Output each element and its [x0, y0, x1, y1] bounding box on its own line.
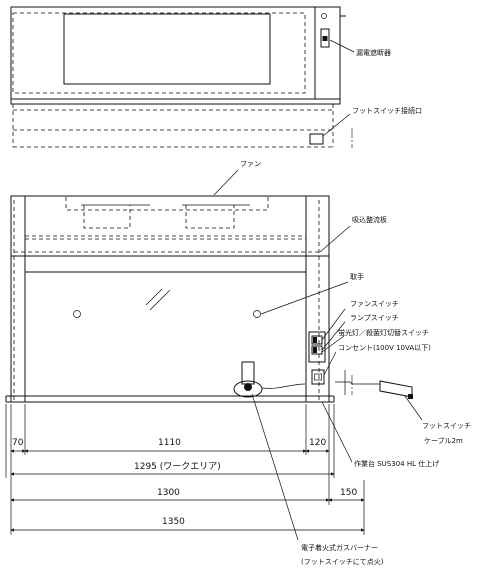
breaker-leader: [329, 39, 355, 53]
outlet-symbol: [311, 369, 325, 385]
breaker-toggle: [322, 36, 328, 41]
fan-leader: [213, 169, 239, 196]
handle-leader: [260, 281, 349, 315]
burner-label-2: (フットスイッチにて点火): [301, 558, 384, 566]
fan-box-right: [185, 205, 235, 229]
fan-box-left: [83, 205, 131, 229]
gas-burner-base: [233, 380, 263, 398]
dim-1110: 1110: [158, 438, 181, 448]
baffle-leader: [319, 225, 351, 253]
outlet-face: [314, 373, 322, 381]
uv-switch-leader: [321, 335, 345, 353]
top-view-worktop-edge: [10, 98, 341, 105]
gas-burner-knob: [244, 383, 252, 391]
top-view-window: [63, 13, 271, 85]
worktop-label: 作業台 SUS304 HL 仕上げ: [354, 459, 439, 468]
breaker-symbol: [320, 28, 330, 48]
switch-panel: [308, 331, 326, 363]
foot-switch-body: [379, 380, 413, 398]
fan-switch-toggle: [313, 337, 317, 343]
foot-switch-cord: [335, 381, 380, 385]
fan-switch-label: ファンスイッチ: [350, 300, 399, 308]
cable-label: ケーブル2m: [424, 436, 463, 445]
dim-150: 150: [340, 488, 357, 498]
foot-switch-leader: [404, 395, 423, 421]
foot-switch-port-label: フットスイッチ接続口: [352, 106, 422, 115]
breaker-label: 漏電遮断器: [356, 48, 391, 57]
lamp-switch-label: ランプスイッチ: [350, 314, 399, 322]
uv-switch-label: 蛍光灯／殺菌灯切替スイッチ: [338, 328, 429, 337]
foot-switch-port-leader: [322, 113, 351, 137]
burner-label-1: 電子着火式ガスバーナー: [301, 543, 378, 552]
burner-leader: [251, 393, 299, 541]
foot-switch-plug: [408, 394, 413, 399]
dim-1350: 1350: [162, 517, 185, 527]
dim-1295: 1295 (ワークエリア): [134, 461, 221, 472]
glass-mark-2: [149, 289, 171, 311]
top-view: [10, 6, 353, 148]
handle-label: 取手: [350, 272, 364, 281]
top-view-screw: [321, 13, 327, 19]
dim-1300: 1300: [157, 488, 180, 498]
baffle-label: 吸込整流板: [352, 215, 387, 224]
foot-switch-label: フットスイッチ: [422, 422, 471, 430]
fan-canopy-dashed: [65, 195, 269, 211]
dim-70: 70: [12, 438, 24, 448]
handle-right: [253, 310, 261, 318]
outlet-leader: [323, 351, 337, 376]
front-view: [5, 195, 413, 403]
burner-hose: [261, 383, 306, 389]
worktop-leader: [321, 401, 353, 463]
dimension-lines: [5, 404, 365, 535]
lamp-switch-toggle: [313, 347, 317, 353]
foot-switch-port-symbol: [309, 133, 324, 145]
front-view-outline: [10, 195, 330, 403]
fan-label: ファン: [240, 160, 261, 168]
fan-switch-leader: [321, 308, 346, 341]
outlet-label: コンセント(100V 10VA以下): [338, 344, 431, 352]
dim-120: 120: [309, 438, 326, 448]
glass-mark-1: [145, 288, 163, 306]
handle-left: [73, 310, 81, 318]
top-view-hood-dashed: [12, 12, 306, 94]
lamp-switch-leader: [321, 321, 346, 351]
top-view-outline: [10, 6, 341, 100]
